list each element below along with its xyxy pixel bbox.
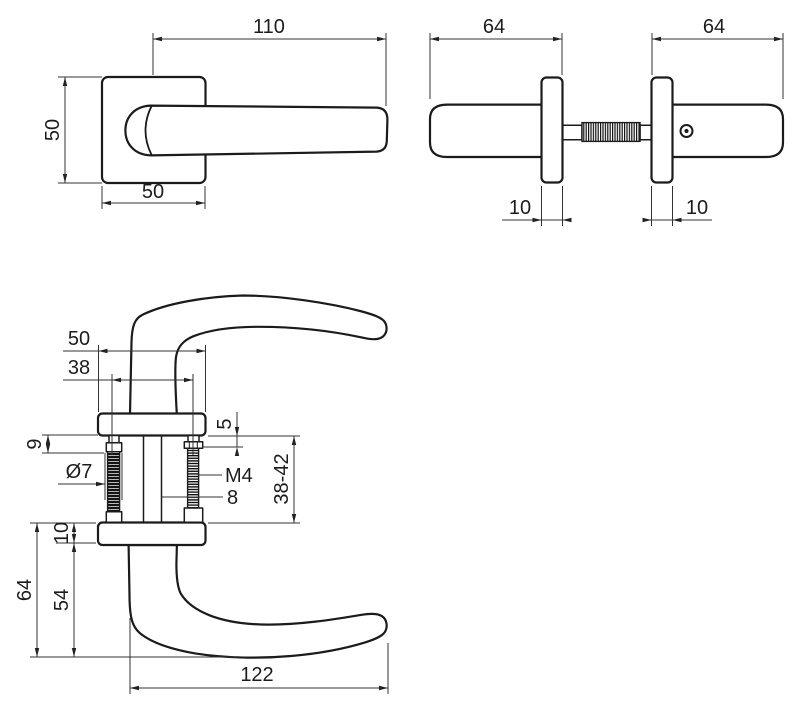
lower-rose (96, 521, 207, 547)
left-rose (540, 76, 564, 184)
spindle-adapter-left (561, 124, 583, 141)
front-view: 50 38 9 Ø7 5 M4 8 (14, 294, 389, 694)
side-view: 64 64 10 10 (428, 16, 785, 226)
dim-rose-width-front: 50 (68, 328, 90, 350)
right-rose (650, 76, 674, 184)
dim-right-projection: 64 (703, 16, 725, 38)
dim-lever-drop: 54 (51, 589, 73, 611)
threaded-spindle (581, 121, 641, 143)
dim-rose-thickness-front: 10 (51, 522, 73, 544)
dim-bolt-length: 9 (24, 438, 46, 449)
dim-bolt-diameter: Ø7 (66, 461, 93, 483)
dim-door-thickness: 38-42 (271, 453, 293, 504)
dim-spindle: 8 (227, 487, 238, 509)
spindle-adapter-right (639, 124, 653, 141)
dim-rose-width: 50 (142, 181, 164, 203)
dim-screw-head: 5 (214, 418, 236, 429)
lower-lever (127, 543, 388, 659)
dim-rose-height: 50 (42, 119, 64, 141)
dim-right-rose-thickness: 10 (686, 197, 708, 219)
right-grip (670, 103, 785, 159)
top-view: 110 50 50 (42, 16, 389, 209)
dim-total-height: 64 (14, 579, 36, 601)
square-spindle (142, 434, 163, 524)
dim-left-projection: 64 (483, 16, 505, 38)
dim-lever-length-front: 122 (240, 664, 273, 686)
grip-end-contour (144, 105, 153, 156)
left-grip (428, 103, 544, 159)
lever-grip (124, 104, 389, 157)
left-fixing-bolt (105, 434, 123, 524)
grub-screw-dot (684, 128, 689, 134)
dim-screw-spacing: 38 (68, 357, 90, 379)
dim-lever-length: 110 (253, 16, 285, 38)
dim-left-rose-thickness: 10 (509, 197, 531, 219)
upper-lever (128, 294, 388, 416)
upper-rose (96, 412, 207, 437)
label-thread: M4 (225, 465, 253, 487)
